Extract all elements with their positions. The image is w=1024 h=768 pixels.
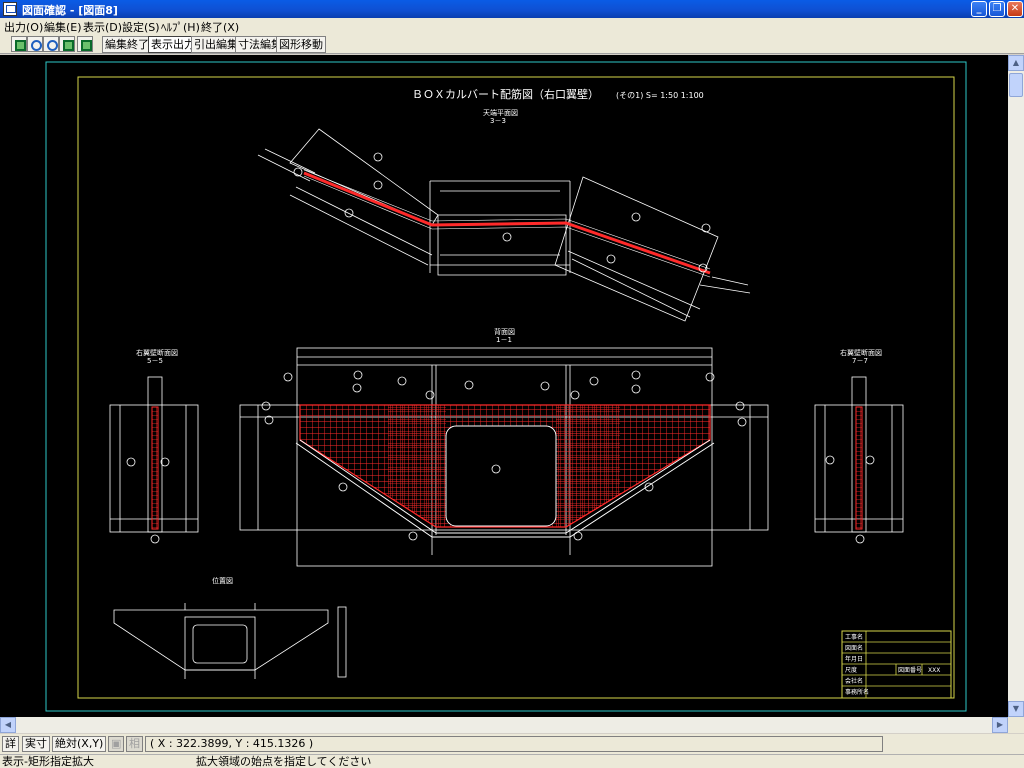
minimize-button[interactable]: _ (971, 1, 987, 17)
title-block-row-drawing: 図面名 (845, 644, 863, 652)
restore-button[interactable]: ❐ (989, 1, 1005, 17)
vertical-scrollbar[interactable]: ▲ ▼ (1008, 55, 1024, 717)
title-block-drawing-number-label: 図面番号 (898, 667, 922, 674)
status-mode: 表示-矩形指定拡大 (2, 755, 94, 768)
status-bar: 表示-矩形指定拡大 拡大領域の始点を指定してください (0, 754, 1024, 768)
dimension-edit-button[interactable]: 寸法編集 (235, 36, 285, 53)
close-button[interactable]: ✕ (1007, 1, 1023, 17)
absolute-coords-button[interactable]: 絶対(X,Y) (52, 736, 107, 752)
display-output-button[interactable]: 表示出力 (148, 36, 198, 53)
front-view-label: 背面図 (494, 327, 515, 336)
drawing-title: ＢＯＸカルバート配筋図（右口翼壁） (412, 87, 599, 101)
left-section-rebar (151, 406, 159, 530)
right-section-view (814, 376, 904, 533)
left-section-label: 右翼壁断面図 (136, 348, 178, 357)
location-plan (113, 603, 347, 679)
plan-view-rebar (303, 171, 711, 275)
coordinate-readout: ( X : 322.3899, Y : 415.1326 ) (145, 736, 883, 752)
left-section-markers (126, 457, 170, 544)
title-block-row-scale: 尺度 (845, 666, 857, 674)
right-section-id: 7－7 (852, 357, 868, 365)
front-view-rebar-dense-right (556, 405, 620, 527)
title-bar: 図面確認 - [図面8] _ ❐ ✕ (0, 0, 1024, 18)
menu-view[interactable]: 表示(D) (83, 21, 123, 34)
plan-view (257, 128, 751, 322)
plan-markers (293, 152, 711, 273)
drawing-sheet-info: (その1) S= 1:50 1:100 (616, 91, 704, 100)
scroll-up-icon[interactable]: ▲ (1008, 55, 1024, 71)
front-view-section: 1－1 (496, 336, 512, 344)
left-section-id: 5－5 (147, 357, 163, 365)
layer-icon[interactable] (77, 36, 93, 52)
scroll-left-icon[interactable]: ◀ (0, 717, 16, 733)
fit-icon[interactable] (59, 36, 75, 52)
scroll-right-icon[interactable]: ▶ (992, 717, 1008, 733)
front-view-opening (445, 425, 557, 527)
plan-view-section: 3－3 (490, 117, 506, 125)
snap-icon[interactable]: ▣ (108, 736, 125, 752)
status-message: 拡大領域の始点を指定してください (196, 755, 372, 768)
right-section-rebar (855, 406, 863, 530)
horizontal-scrollbar[interactable]: ◀ ▶ (0, 717, 1008, 733)
location-plan-label: 位置図 (212, 576, 233, 585)
title-block-row-office: 事務所名 (845, 688, 869, 696)
front-view-rebar-dense-left (388, 405, 446, 527)
title-block: 工事名 図面名 年月日 尺度 会社名 事務所名 図面番号 XXX (841, 630, 952, 699)
scroll-corner (1008, 717, 1024, 733)
detail-button[interactable]: 詳 (2, 736, 19, 752)
zoom-in-icon[interactable] (27, 36, 43, 52)
actual-size-button[interactable]: 実寸 (22, 736, 50, 752)
finish-edit-button[interactable]: 編集終了 (102, 36, 152, 53)
menu-edit[interactable]: 編集(E) (44, 21, 82, 34)
menu-output[interactable]: 出力(O) (4, 21, 44, 34)
toolbar: 編集終了 表示出力 引出編集 寸法編集 図形移動 (0, 34, 1024, 54)
menu-settings[interactable]: 設定(S) (122, 21, 160, 34)
cad-drawing: ＢＯＸカルバート配筋図（右口翼壁） (その1) S= 1:50 1:100 天端… (45, 61, 967, 712)
window-title: 図面確認 - [図面8] (22, 4, 118, 17)
scroll-down-icon[interactable]: ▼ (1008, 701, 1024, 717)
title-block-row-company: 会社名 (845, 677, 863, 685)
right-section-markers (825, 455, 875, 544)
left-section-view (109, 376, 199, 533)
menu-exit[interactable]: 終了(X) (201, 21, 240, 34)
front-markers (261, 370, 747, 541)
relative-button[interactable]: 相 (126, 736, 143, 752)
sheet-border (45, 61, 967, 712)
drawing-canvas[interactable]: ＢＯＸカルバート配筋図（右口翼壁） (その1) S= 1:50 1:100 天端… (0, 55, 1008, 717)
plan-view-rebar-light (303, 169, 711, 278)
title-block-row-project: 工事名 (845, 633, 863, 641)
coordinate-bar: 詳 実寸 絶対(X,Y) ▣ 相 ( X : 322.3899, Y : 415… (0, 734, 1024, 754)
shape-move-button[interactable]: 図形移動 (276, 36, 326, 53)
select-icon[interactable] (11, 36, 27, 52)
plan-view-label: 天端平面図 (483, 108, 518, 117)
app-icon[interactable] (3, 2, 17, 16)
front-view-edge (295, 439, 715, 538)
title-block-drawing-number: XXX (928, 667, 940, 674)
menu-help[interactable]: ﾍﾙﾌﾟ(H) (161, 21, 200, 34)
zoom-out-icon[interactable] (43, 36, 59, 52)
leader-edit-button[interactable]: 引出編集 (191, 36, 241, 53)
right-section-label: 右翼壁断面図 (840, 348, 882, 357)
drawing-frame (77, 76, 955, 699)
vertical-scroll-thumb[interactable] (1009, 73, 1023, 97)
menu-bar: 出力(O) 編集(E) 表示(D) 設定(S) ﾍﾙﾌﾟ(H) 終了(X) (0, 18, 1024, 34)
title-block-row-date: 年月日 (845, 655, 863, 663)
